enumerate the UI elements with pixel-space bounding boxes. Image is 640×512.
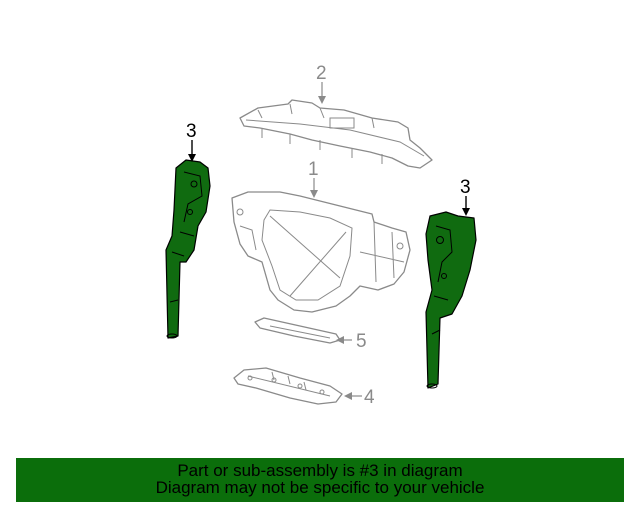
part-2-upper-tie-bar[interactable] [239, 99, 433, 169]
parts-diagram: 2 1 3 3 5 4 [165, 63, 477, 408]
callout-number-3-left: 3 [186, 121, 197, 142]
callout-number-1: 1 [308, 159, 319, 180]
part-5-lower-deflector[interactable] [254, 317, 341, 344]
part-1-radiator-support[interactable] [231, 191, 411, 313]
callout-number-5: 5 [356, 331, 367, 352]
part-4-lower-shield[interactable] [233, 367, 343, 405]
callout-number-3-right: 3 [460, 177, 471, 198]
part-3-right-air-deflector[interactable] [425, 211, 477, 389]
info-banner: Part or sub-assembly is #3 in diagram Di… [16, 458, 624, 502]
callout-leaders [188, 82, 470, 400]
banner-line-disclaimer: Diagram may not be specific to your vehi… [155, 478, 485, 497]
part-3-left-air-deflector[interactable] [165, 159, 211, 339]
banner-line-part-info: Part or sub-assembly is #3 in diagram [177, 461, 463, 480]
callout-number-2: 2 [316, 63, 327, 84]
callout-number-4: 4 [364, 387, 375, 408]
